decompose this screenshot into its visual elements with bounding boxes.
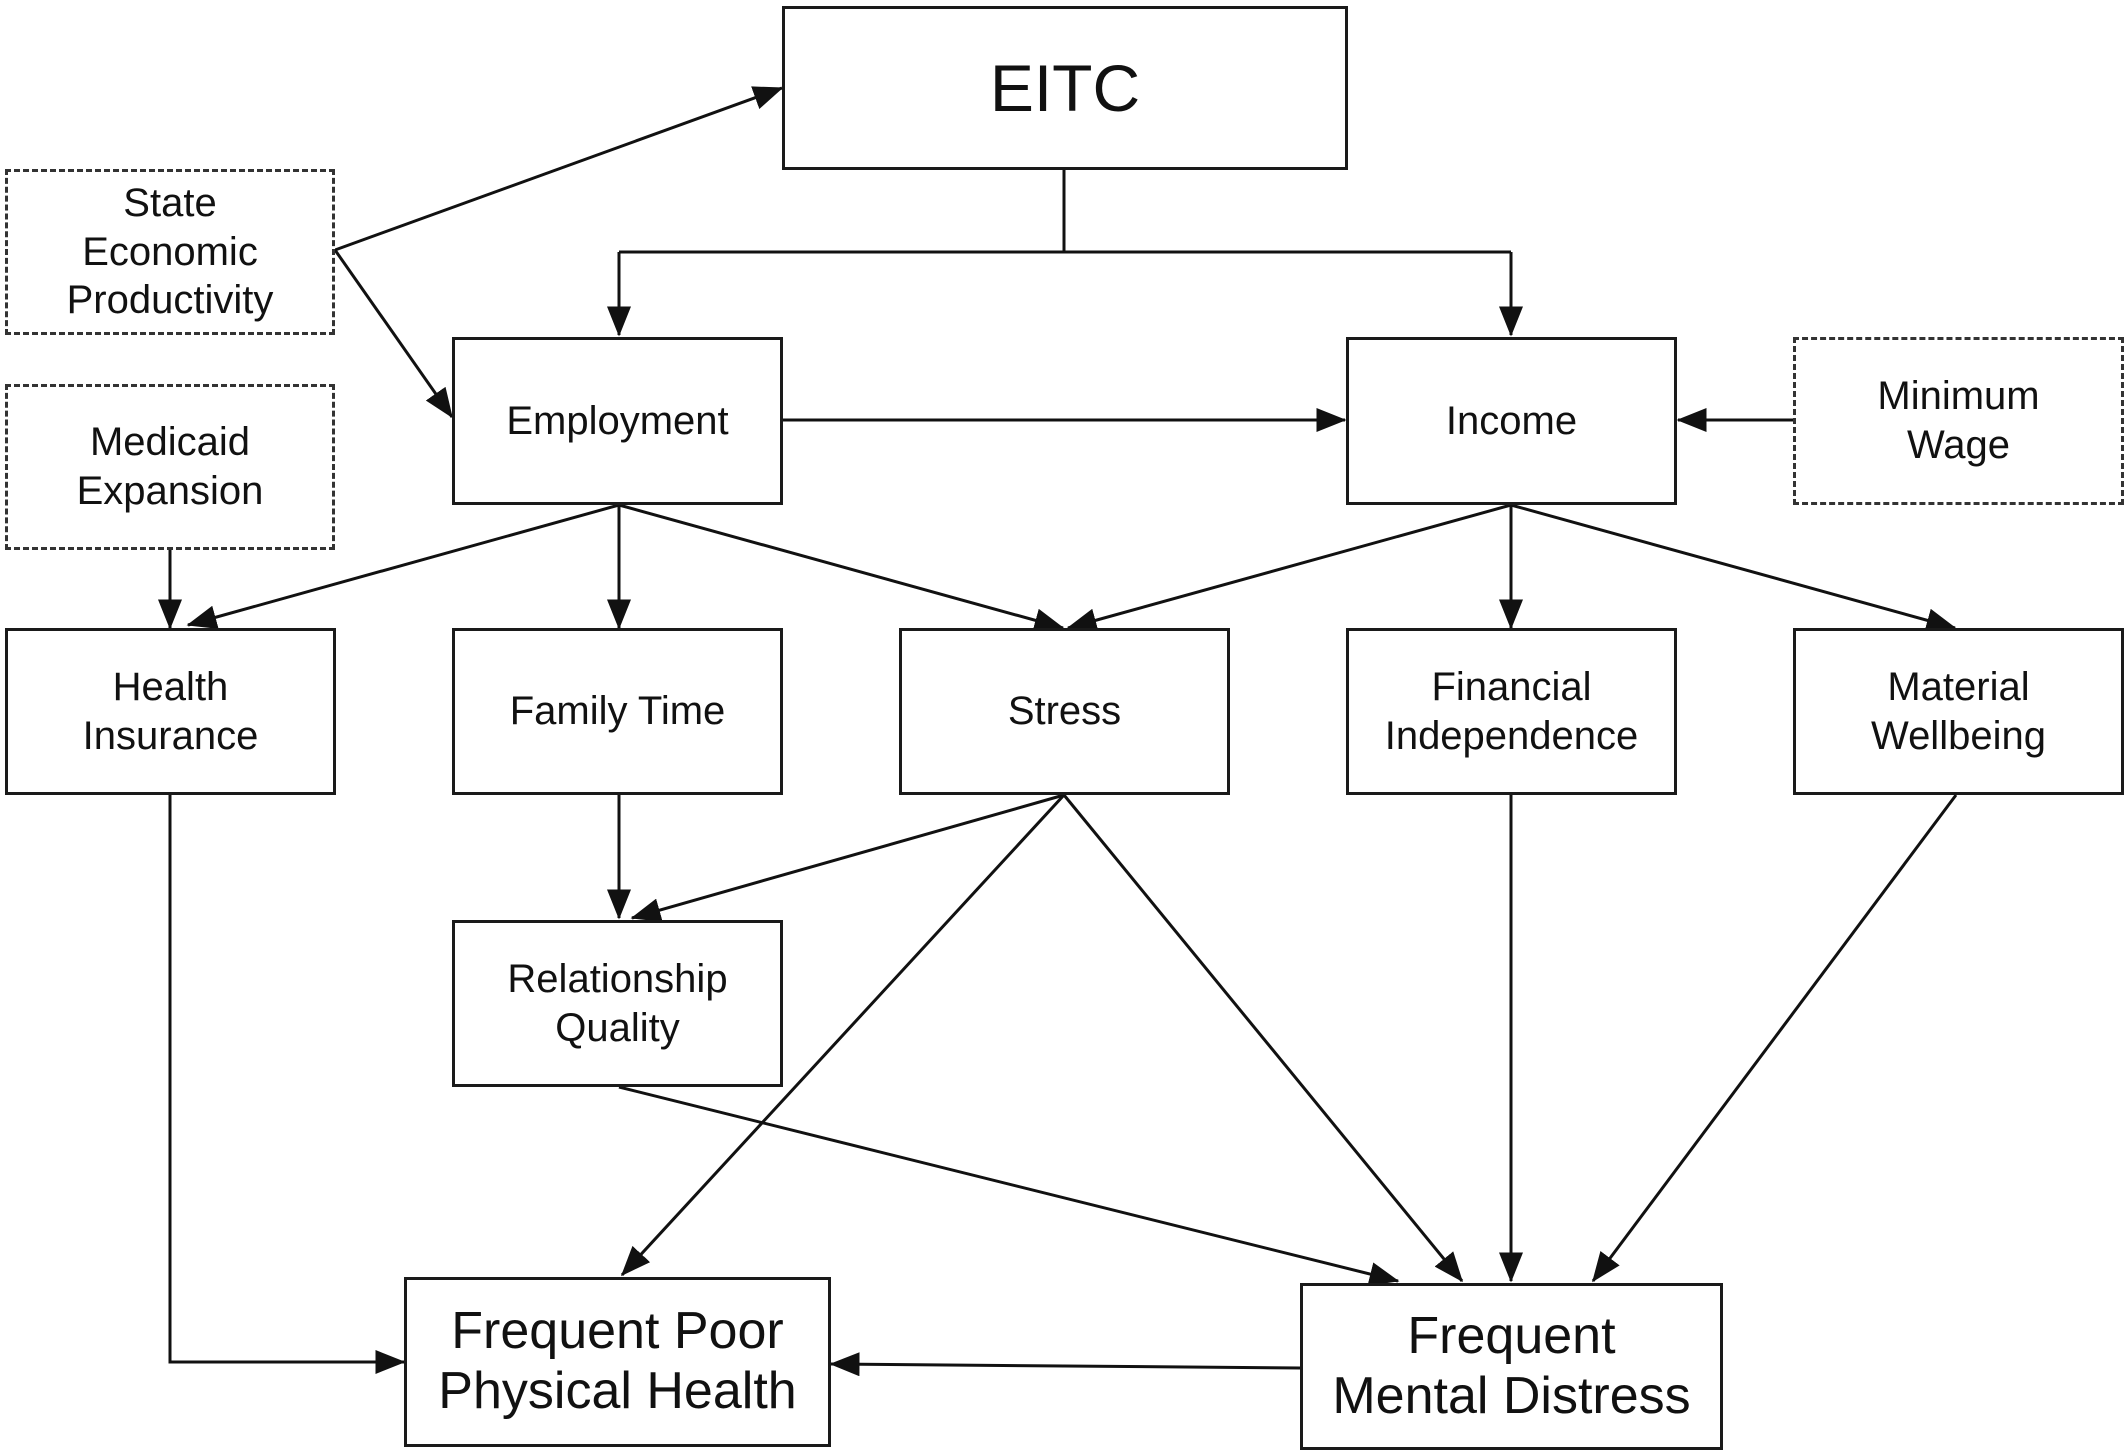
node-frequent-poor-physical-health-label: Frequent Poor Physical Health (438, 1302, 797, 1420)
edge-state-economic-productivity-employment (333, 249, 454, 419)
node-employment-label: Employment (506, 398, 729, 443)
node-state-economic-productivity-label: State Economic Productivity (66, 180, 274, 323)
node-family-time-label: Family Time (509, 689, 726, 734)
node-employment: Employment (452, 337, 783, 505)
edge-material-wellbeing-frequent-mental-distress (1591, 794, 1958, 1283)
edge-stress-frequent-poor-physical-health (620, 793, 1066, 1277)
node-health-insurance: Health Insurance (5, 628, 336, 795)
edge-state-economic-productivity-eitc (334, 86, 784, 252)
node-medicaid-expansion-label: Medicaid Expansion (76, 420, 264, 513)
node-health-insurance-label: Health Insurance (82, 664, 259, 758)
edge-income-material-wellbeing (1510, 503, 1957, 632)
edge-stress-relationship-quality (630, 793, 1065, 922)
node-income: Income (1346, 337, 1677, 505)
node-eitc-label: EITC (989, 50, 1141, 125)
node-financial-independence-label: Financial Independence (1384, 664, 1639, 758)
node-relationship-quality-label: Relationship Quality (507, 956, 728, 1050)
node-medicaid-expansion: Medicaid Expansion (5, 384, 335, 550)
node-minimum-wage-label: Minimum Wage (1877, 374, 2040, 467)
node-income-label: Income (1445, 398, 1578, 443)
edge-income-stress (1066, 503, 1512, 632)
node-frequent-poor-physical-health: Frequent Poor Physical Health (404, 1277, 831, 1447)
edge-employment-health-insurance (186, 503, 620, 629)
edge-relationship-quality-frequent-mental-distress (618, 1085, 1400, 1286)
node-material-wellbeing: Material Wellbeing (1793, 628, 2124, 795)
node-stress-label: Stress (1007, 689, 1122, 734)
edge-health-insurance-frequent-poor-physical-health (168, 795, 406, 1374)
node-frequent-mental-distress: Frequent Mental Distress (1300, 1283, 1723, 1450)
node-state-economic-productivity: State Economic Productivity (5, 169, 335, 335)
edge-employment-stress (618, 503, 1065, 632)
node-frequent-mental-distress-label: Frequent Mental Distress (1332, 1306, 1691, 1425)
node-stress: Stress (899, 628, 1230, 795)
edge-frequent-mental-distress-frequent-poor-physical-health (829, 1352, 1301, 1377)
node-financial-independence: Financial Independence (1346, 628, 1677, 795)
node-relationship-quality: Relationship Quality (452, 920, 783, 1087)
node-eitc: EITC (782, 6, 1348, 170)
node-family-time: Family Time (452, 628, 783, 795)
node-material-wellbeing-label: Material Wellbeing (1871, 664, 2046, 758)
node-minimum-wage: Minimum Wage (1793, 337, 2124, 505)
edge-stress-frequent-mental-distress (1062, 794, 1464, 1283)
